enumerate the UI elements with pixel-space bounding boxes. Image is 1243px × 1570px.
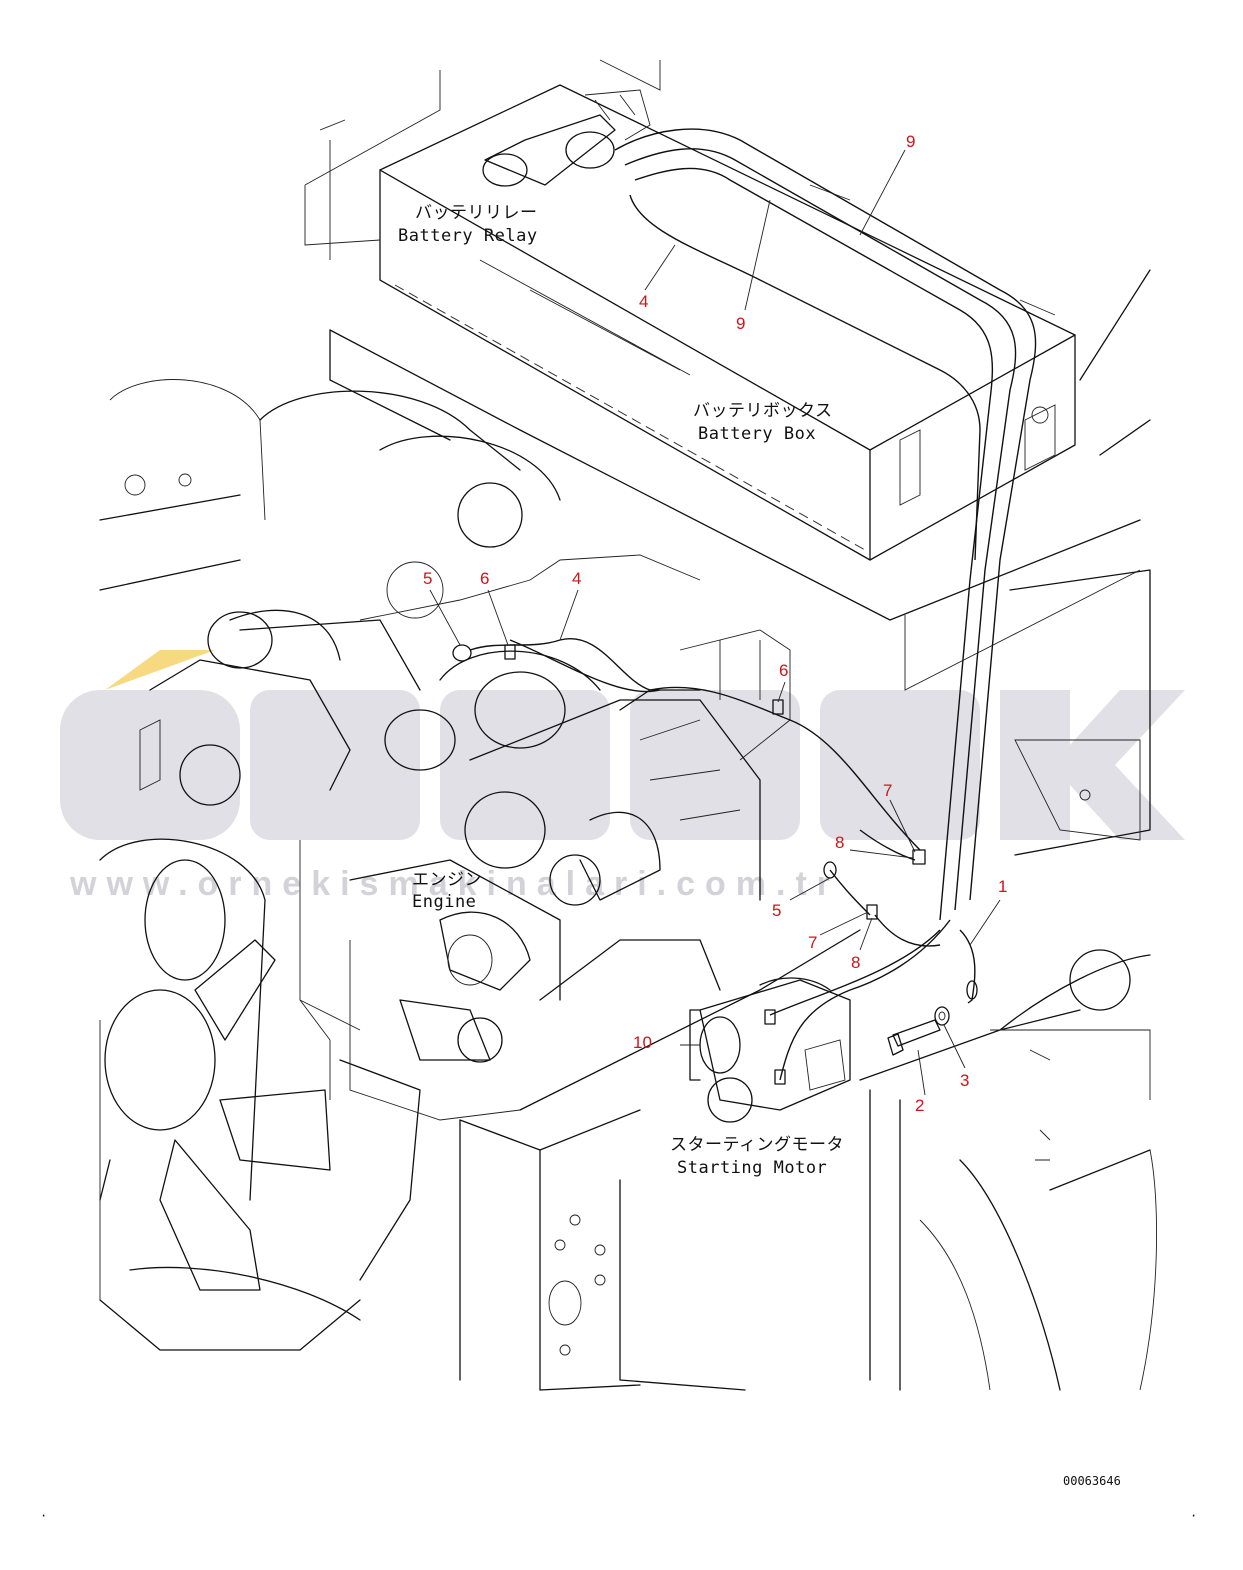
callout-8-top: 8	[835, 833, 844, 852]
watermark-url: www.ornekismakinalari.com.tr	[69, 865, 840, 903]
engine-label-jp: エンジン	[412, 870, 482, 890]
callout-1: 1	[998, 877, 1007, 896]
callout-5-lower: 5	[772, 901, 781, 920]
corner-mark-left: ·	[40, 1509, 47, 1523]
battery-box-label-en: Battery Box	[698, 424, 816, 444]
engine-frame	[99, 269, 1151, 856]
engine-label-en: Engine	[412, 892, 476, 912]
callout-6-right: 6	[779, 661, 788, 680]
battery-relay-label-jp: バッテリリレー	[415, 203, 538, 223]
corner-mark-right: ·	[1190, 1509, 1197, 1523]
starting-motor-label-jp: スターティングモータ	[670, 1135, 844, 1155]
callout-9-top: 9	[906, 132, 915, 151]
callout-2: 2	[915, 1096, 924, 1115]
battery-box	[304, 59, 1076, 561]
leader-lines	[429, 149, 1001, 1096]
battery-cables	[469, 128, 1037, 1081]
callout-10: 10	[633, 1033, 652, 1052]
callout-4-lower: 4	[572, 569, 581, 588]
main-frame	[459, 949, 1157, 1391]
callout-4-top: 4	[639, 292, 648, 311]
watermark-logo	[60, 650, 1185, 840]
battery-relay	[482, 89, 651, 187]
cooling-fan	[99, 838, 421, 1351]
callout-numbers: 9 4 9 5 6 4 6 7 8 1 5 7 8 10 2 3	[423, 132, 1007, 1115]
drawing-code: 00063646	[1063, 1474, 1121, 1488]
component-labels: バッテリリレー Battery Relay バッテリボックス Battery B…	[398, 203, 844, 1178]
starting-motor	[689, 977, 851, 1123]
callout-9-mid: 9	[736, 314, 745, 333]
callout-5-top: 5	[423, 569, 432, 588]
starting-motor-label-en: Starting Motor	[677, 1158, 827, 1178]
callout-3: 3	[960, 1071, 969, 1090]
callout-6-top: 6	[480, 569, 489, 588]
washer	[934, 1006, 950, 1026]
battery-relay-label-en: Battery Relay	[398, 226, 538, 246]
battery-box-label-jp: バッテリボックス	[693, 401, 833, 421]
callout-7-lower: 7	[808, 933, 817, 952]
bolt	[887, 1019, 941, 1056]
callout-8-lower: 8	[851, 953, 860, 972]
engine	[139, 554, 861, 1121]
callout-7-top: 7	[883, 781, 892, 800]
